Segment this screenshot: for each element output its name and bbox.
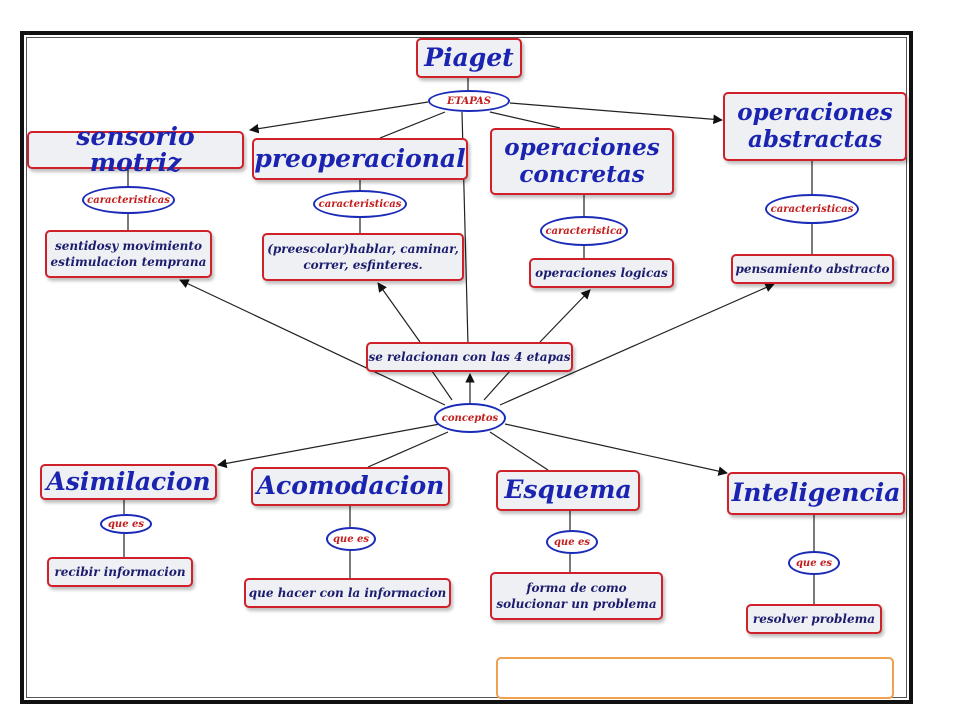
node-relacion-etapas[interactable]: se relacionan con las 4 etapas	[366, 342, 573, 372]
link-line	[367, 431, 449, 468]
node-line: operaciones	[504, 134, 660, 162]
arrow-to-abstractas	[509, 102, 723, 125]
link-line	[489, 111, 561, 129]
arrow-to-sensorio-desc	[179, 279, 446, 406]
arrow-to-preop-desc	[377, 282, 421, 343]
node-inteligencia-description[interactable]: resolver problema	[746, 604, 882, 634]
empty-text-box	[496, 657, 894, 699]
node-line: sentidosy movimiento	[55, 238, 202, 253]
link-label-que-es: que es	[326, 527, 376, 551]
link-line	[379, 111, 446, 139]
node-line: (preescolar)hablar, caminar,	[267, 241, 459, 256]
node-esquema[interactable]: Esquema	[496, 470, 640, 511]
link-line	[483, 370, 511, 401]
node-sensorio-description[interactable]: sentidosy movimiento estimulacion tempra…	[45, 230, 212, 278]
node-line: solucionar un problema	[496, 597, 657, 611]
arrow-to-asimilacion	[217, 423, 441, 469]
node-piaget[interactable]: Piaget	[416, 38, 522, 78]
link-label-que-es: que es	[100, 514, 152, 534]
link-line	[431, 370, 453, 401]
link-label-caracteristicas: caracteristicas	[313, 190, 407, 218]
node-line: operaciones	[737, 99, 893, 127]
link-label-etapas: ETAPAS	[428, 90, 510, 112]
node-inteligencia[interactable]: Inteligencia	[727, 472, 905, 515]
link-label-que-es: que es	[788, 551, 840, 575]
link-line	[489, 431, 549, 471]
node-operaciones-abstractas[interactable]: operaciones abstractas	[723, 92, 907, 161]
arrow-to-sensorio	[249, 101, 429, 134]
arrow-to-abstractas-desc	[499, 283, 775, 406]
node-asimilacion[interactable]: Asimilacion	[40, 464, 217, 500]
node-asimilacion-description[interactable]: recibir informacion	[47, 557, 193, 587]
node-line: concretas	[519, 160, 645, 188]
link-label-conceptos: conceptos	[434, 403, 506, 433]
node-acomodacion-description[interactable]: que hacer con la informacion	[244, 578, 451, 608]
arrow-to-concretas-desc	[539, 289, 591, 343]
node-line: estimulacion temprana	[50, 255, 207, 269]
node-line: forma de como	[526, 580, 627, 595]
node-line: abstractas	[747, 125, 883, 153]
link-label-que-es: que es	[546, 530, 598, 554]
node-preoperacional[interactable]: preoperacional	[252, 138, 468, 180]
node-sensorio-motriz[interactable]: sensorio motriz	[27, 123, 244, 176]
node-concretas-description[interactable]: operaciones logicas	[529, 258, 674, 288]
node-esquema-description[interactable]: forma de como solucionar un problema	[490, 572, 663, 620]
node-preoperacional-description[interactable]: (preescolar)hablar, caminar, correr, esf…	[262, 233, 464, 281]
node-line: correr, esfinteres.	[303, 258, 423, 272]
link-label-caracteristicas: caracteristicas	[82, 186, 175, 214]
diagram-inner-border	[26, 37, 907, 698]
node-abstractas-description[interactable]: pensamiento abstracto	[731, 254, 894, 284]
link-label-caracteristicas: caracteristicas	[765, 194, 859, 224]
link-label-caracteristica: caracteristica	[540, 216, 628, 246]
node-acomodacion[interactable]: Acomodacion	[251, 467, 450, 506]
node-operaciones-concretas[interactable]: operaciones concretas	[490, 128, 674, 195]
arrow-to-inteligencia	[504, 423, 728, 476]
